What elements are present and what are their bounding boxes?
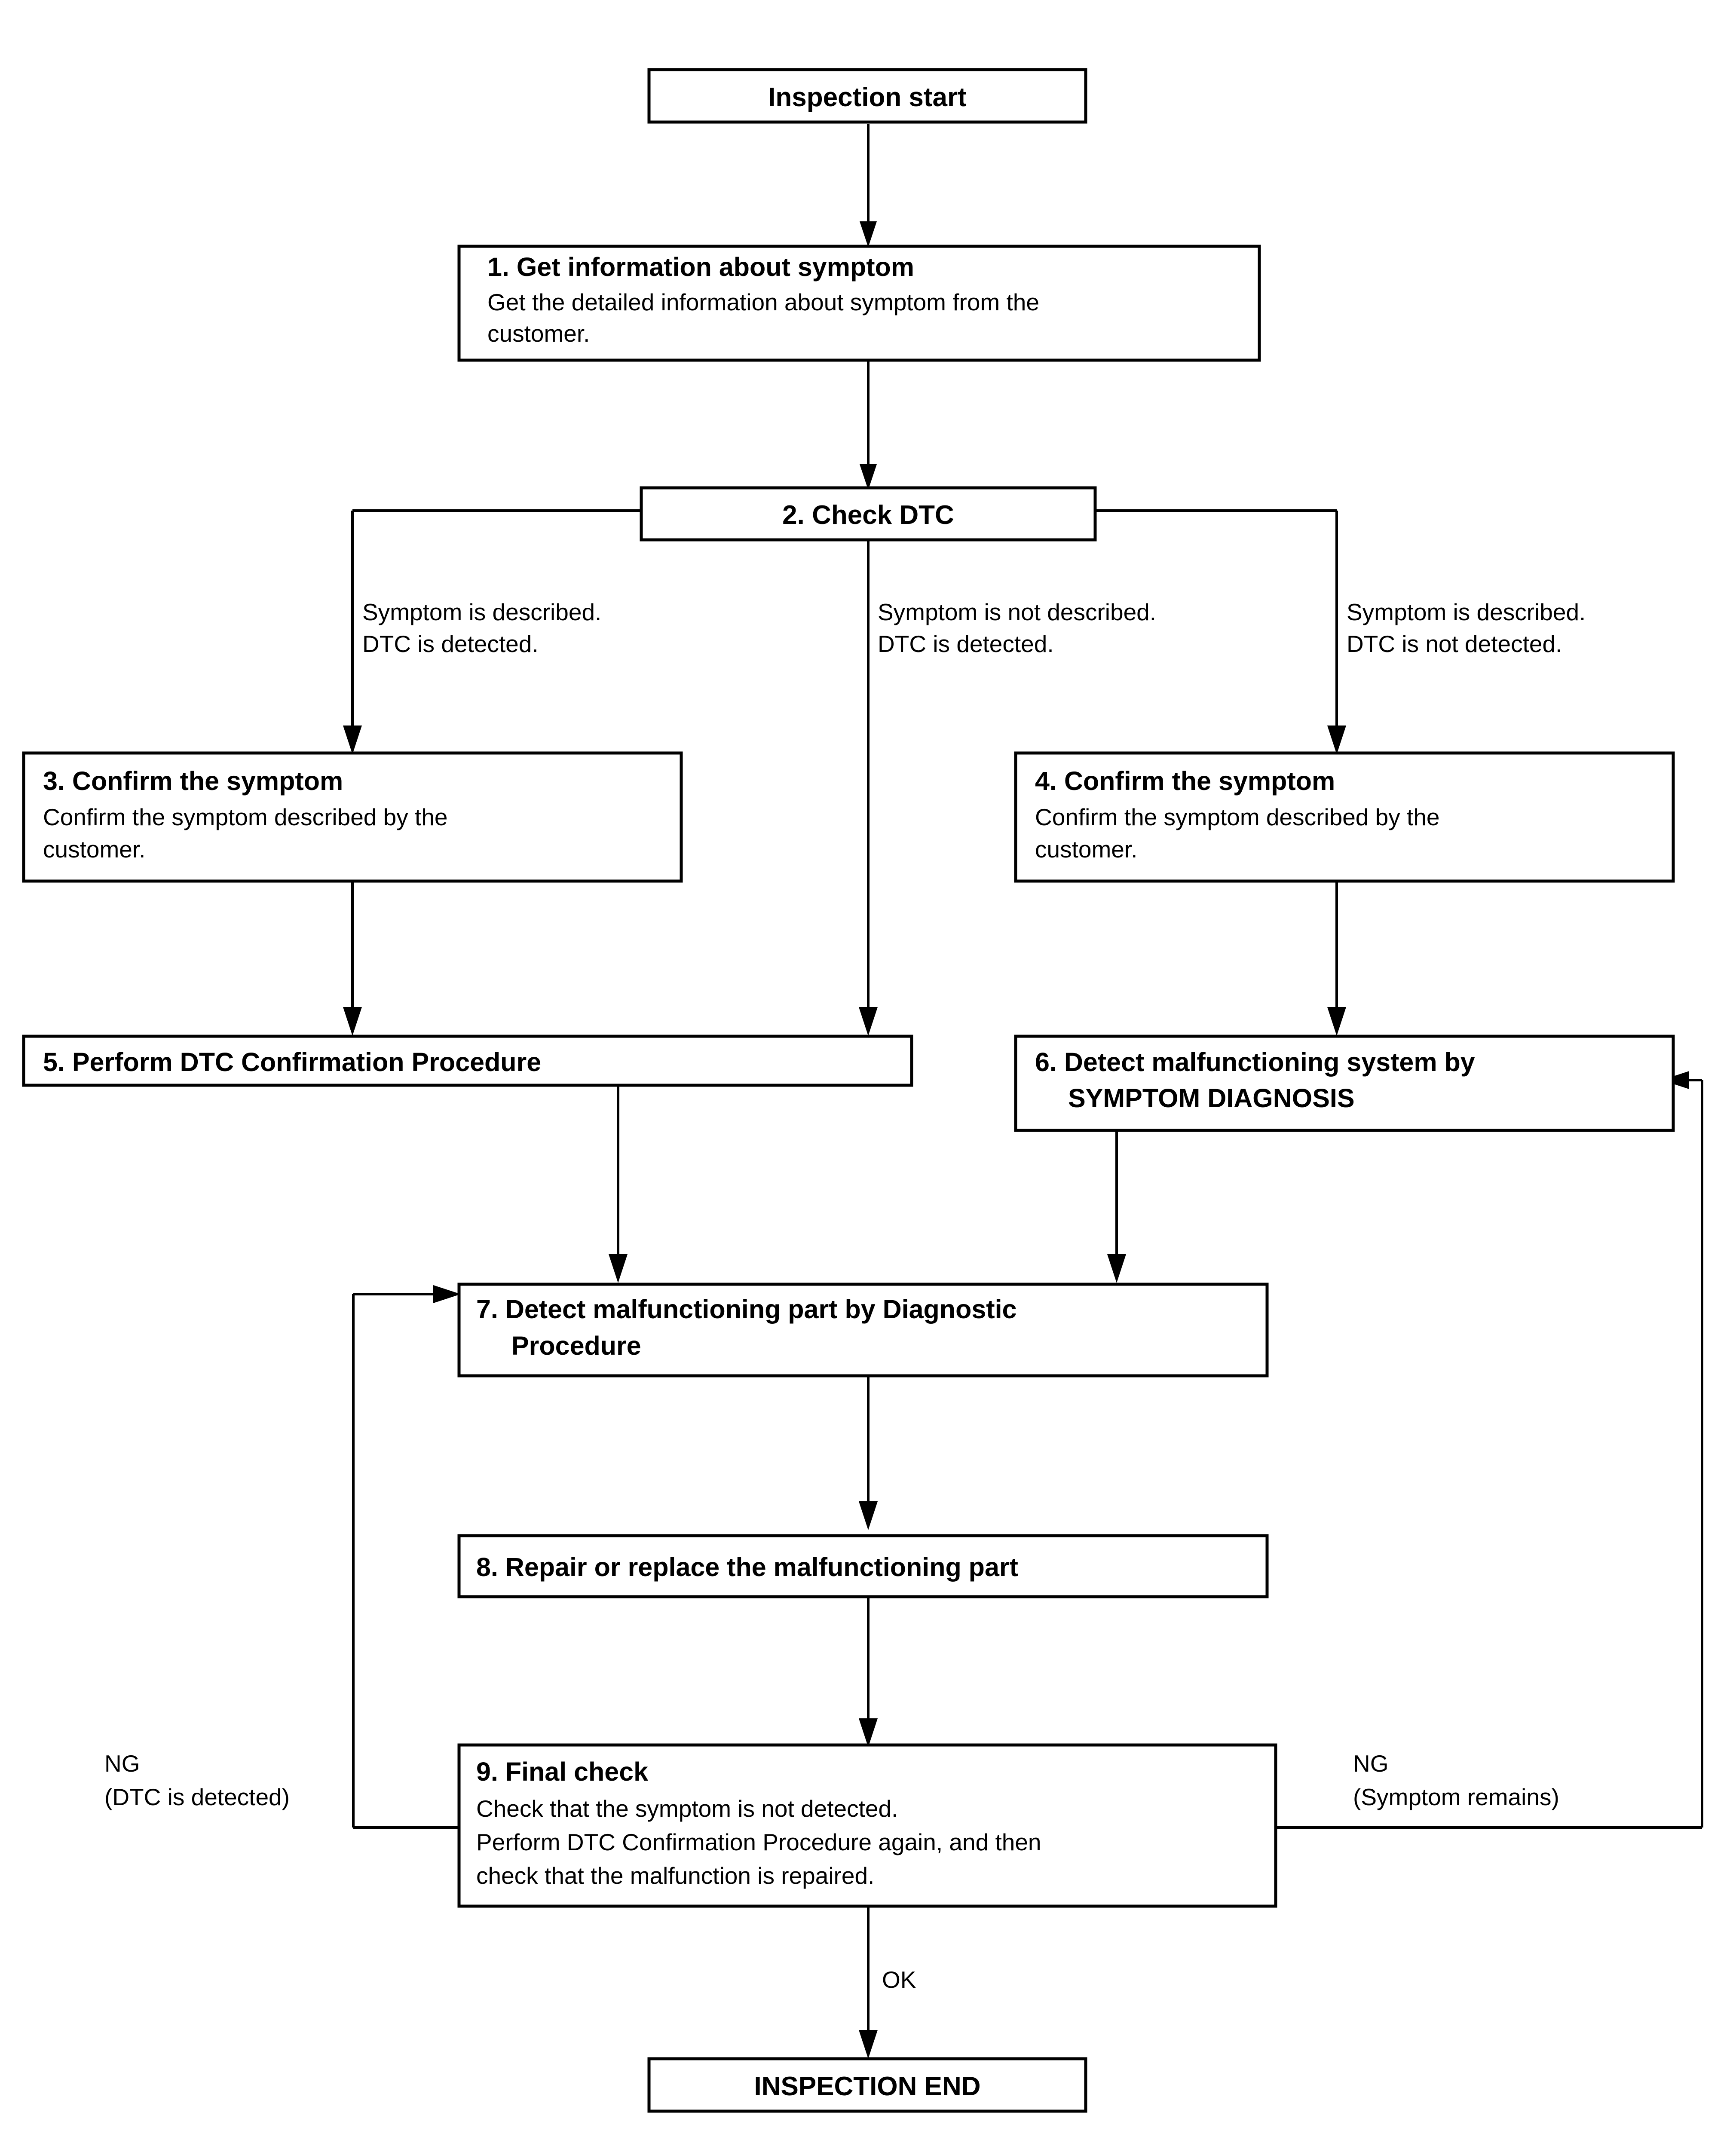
edge-step5-to-step7 xyxy=(609,1085,628,1283)
edge-step4-to-step6 xyxy=(1327,881,1346,1036)
edge-label-ok: OK xyxy=(882,1966,916,1993)
edge-step6-to-step7 xyxy=(1107,1130,1126,1283)
step-9-heading: 9. Final check xyxy=(476,1757,648,1786)
edge-label-branch-left: Symptom is described. DTC is detected. xyxy=(362,599,601,657)
node-step-5[interactable]: 5. Perform DTC Confirmation Procedure xyxy=(22,1035,913,1087)
step-4-body-line-2: customer. xyxy=(1035,836,1137,863)
edge-step8-to-step9 xyxy=(859,1597,878,1747)
node-inspection-start[interactable]: Inspection start xyxy=(647,68,1087,124)
step-1-heading: 1. Get information about symptom xyxy=(487,252,914,282)
step-2-heading: 2. Check DTC xyxy=(782,500,954,530)
edge-step2-to-step5 xyxy=(859,539,878,1036)
step-9-body-line-1: Check that the symptom is not detected. xyxy=(476,1795,898,1822)
step-3-body-line-2: customer. xyxy=(43,836,145,863)
branch-middle-line-1: Symptom is not described. xyxy=(878,599,1156,625)
step-4-heading: 4. Confirm the symptom xyxy=(1035,766,1335,796)
step-8-heading: 8. Repair or replace the malfunctioning … xyxy=(476,1552,1018,1582)
step-6-heading-line-1: 6. Detect malfunctioning system by xyxy=(1035,1047,1475,1077)
edge-step2-to-step4 xyxy=(1095,509,1346,754)
step-1-body-line-1: Get the detailed information about sympt… xyxy=(487,289,1039,315)
step-1-body-line-2: customer. xyxy=(487,320,590,347)
step-9-body-line-3: check that the malfunction is repaired. xyxy=(476,1862,874,1889)
edge-label-ng-right: NG (Symptom remains) xyxy=(1353,1750,1559,1810)
edge-step2-to-step3 xyxy=(343,509,641,754)
ng-left-line-2: (DTC is detected) xyxy=(104,1784,290,1810)
step-5-heading: 5. Perform DTC Confirmation Procedure xyxy=(43,1047,541,1077)
inspection-start-label: Inspection start xyxy=(768,83,967,112)
node-step-8[interactable]: 8. Repair or replace the malfunctioning … xyxy=(457,1534,1269,1598)
step-7-heading-line-2: Procedure xyxy=(511,1331,641,1360)
step-6-heading-line-2: SYMPTOM DIAGNOSIS xyxy=(1068,1084,1355,1113)
node-inspection-end[interactable]: INSPECTION END xyxy=(647,2057,1087,2113)
inspection-end-label: INSPECTION END xyxy=(754,2072,980,2101)
edge-start-to-step1 xyxy=(860,124,877,247)
step-3-heading: 3. Confirm the symptom xyxy=(43,766,343,796)
branch-right-line-2: DTC is not detected. xyxy=(1347,631,1562,657)
step-9-body-line-2: Perform DTC Confirmation Procedure again… xyxy=(476,1829,1041,1855)
edge-step3-to-step5 xyxy=(343,881,362,1036)
branch-left-line-2: DTC is detected. xyxy=(362,631,539,657)
edge-label-ng-left: NG (DTC is detected) xyxy=(104,1750,290,1810)
branch-right-line-1: Symptom is described. xyxy=(1347,599,1586,625)
node-step-9[interactable]: 9. Final check Check that the symptom is… xyxy=(457,1743,1277,1908)
step-7-heading-line-1: 7. Detect malfunctioning part by Diagnos… xyxy=(476,1295,1016,1324)
ng-right-line-2: (Symptom remains) xyxy=(1353,1784,1559,1810)
step-3-body-line-1: Confirm the symptom described by the xyxy=(43,804,448,830)
node-step-1[interactable]: 1. Get information about symptom Get the… xyxy=(457,245,1261,362)
ok-label: OK xyxy=(882,1966,916,1993)
edge-step9-ng-to-step7 xyxy=(352,1285,461,1829)
ng-left-line-1: NG xyxy=(104,1750,140,1777)
edge-step1-to-step2 xyxy=(860,360,877,490)
node-step-6[interactable]: 6. Detect malfunctioning system by SYMPT… xyxy=(1014,1035,1675,1132)
step-4-body-line-1: Confirm the symptom described by the xyxy=(1035,804,1440,830)
edge-step9-to-end xyxy=(859,1906,878,2059)
node-step-7[interactable]: 7. Detect malfunctioning part by Diagnos… xyxy=(457,1283,1269,1378)
node-step-3[interactable]: 3. Confirm the symptom Confirm the sympt… xyxy=(22,751,683,883)
branch-middle-line-2: DTC is detected. xyxy=(878,631,1054,657)
edge-step9-ng-to-step6 xyxy=(1276,1071,1703,1829)
node-step-4[interactable]: 4. Confirm the symptom Confirm the sympt… xyxy=(1014,751,1675,883)
edge-step7-to-step8 xyxy=(859,1375,878,1530)
edge-label-branch-middle: Symptom is not described. DTC is detecte… xyxy=(878,599,1156,657)
branch-left-line-1: Symptom is described. xyxy=(362,599,601,625)
node-step-2[interactable]: 2. Check DTC xyxy=(640,486,1097,542)
edge-label-branch-right: Symptom is described. DTC is not detecte… xyxy=(1347,599,1586,657)
ng-right-line-1: NG xyxy=(1353,1750,1389,1777)
